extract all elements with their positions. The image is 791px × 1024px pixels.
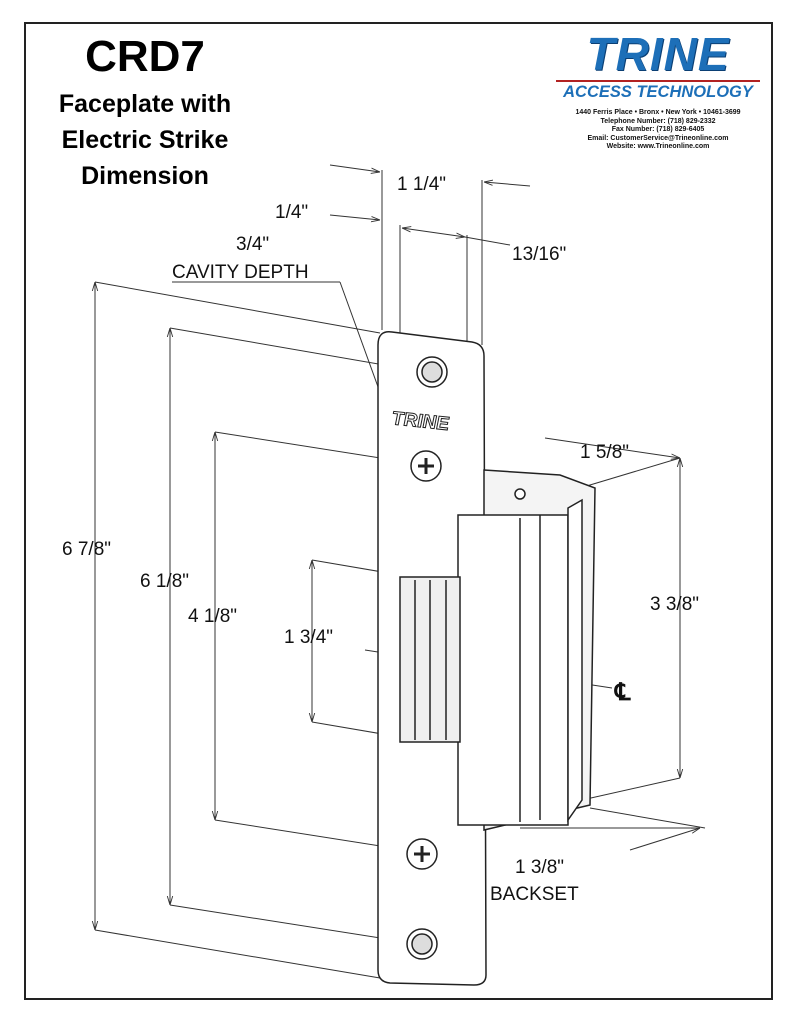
drawing-line xyxy=(414,846,430,862)
drawing-line xyxy=(421,361,443,383)
strike-body xyxy=(399,469,596,831)
drawing-line xyxy=(329,214,380,220)
dim-body-depth: 1 5/8" xyxy=(580,442,629,463)
drawing-line xyxy=(94,281,381,334)
drawing-line xyxy=(629,827,700,851)
drawing-line xyxy=(589,807,706,829)
drawing-line xyxy=(544,437,680,458)
drawing-line xyxy=(567,498,583,823)
centerline-symbol: ℄ xyxy=(614,679,631,706)
drawing-line xyxy=(418,458,434,474)
address: 1440 Ferris Place • Bronx • New York • 1… xyxy=(575,109,741,116)
model-title: CRD7 xyxy=(85,32,205,81)
drawing-line xyxy=(329,164,380,172)
subtitle-line: Electric Strike xyxy=(61,126,229,154)
contact-info: 1440 Ferris Place • Bronx • New York • 1… xyxy=(556,109,760,152)
drawing-line xyxy=(464,236,511,246)
drawing-line xyxy=(514,488,526,500)
dim-faceplate-depth: 13/16" xyxy=(512,244,566,265)
dim-width-total: 1 1/4" xyxy=(397,174,446,195)
drawing-line xyxy=(579,457,681,489)
dim-cavity-depth: 3/4" xyxy=(236,234,269,255)
drawing-border xyxy=(24,22,773,1000)
fax: Fax Number: (718) 829-6405 xyxy=(611,126,705,133)
dim-hole-spacing: 6 1/8" xyxy=(140,571,189,592)
logo-rule xyxy=(556,80,760,82)
dimension-labels: 1 1/4" 1/4" 13/16" 3/4" CAVITY DEPTH 6 7… xyxy=(62,174,699,905)
drawing-line xyxy=(581,777,681,801)
dim-keeper-opening: 1 3/4" xyxy=(284,627,333,648)
dim-backset: 1 3/8" xyxy=(515,857,564,878)
email: Email: CustomerService@Trineonline.com xyxy=(587,134,729,142)
drawing-line xyxy=(484,182,531,187)
drawing-line xyxy=(411,933,433,955)
website: Website: www.Trineonline.com xyxy=(606,143,710,150)
dim-screw-spacing: 4 1/8" xyxy=(188,606,237,627)
logo-tagline: ACCESS TECHNOLOGY xyxy=(563,83,753,101)
backset-label: BACKSET xyxy=(490,884,579,905)
cavity-depth-label: CAVITY DEPTH xyxy=(172,262,309,283)
dim-overall-height: 6 7/8" xyxy=(62,539,111,560)
telephone: Telephone Number: (718) 829-2332 xyxy=(600,117,716,125)
drawing-line xyxy=(457,514,569,826)
logo-brand: TRINE xyxy=(586,28,730,80)
dim-body-height: 3 3/8" xyxy=(650,594,699,615)
trine-logo: TRINE ACCESS TECHNOLOGY 1440 Ferris Plac… xyxy=(556,30,760,152)
dim-lip: 1/4" xyxy=(275,202,308,223)
drawing-subtitle: Faceplate with Electric Strike Dimension xyxy=(30,86,260,194)
drawing-line xyxy=(402,228,465,237)
subtitle-line: Faceplate with xyxy=(58,90,232,118)
drawing-line xyxy=(94,929,381,979)
subtitle-line: Dimension xyxy=(81,162,209,190)
